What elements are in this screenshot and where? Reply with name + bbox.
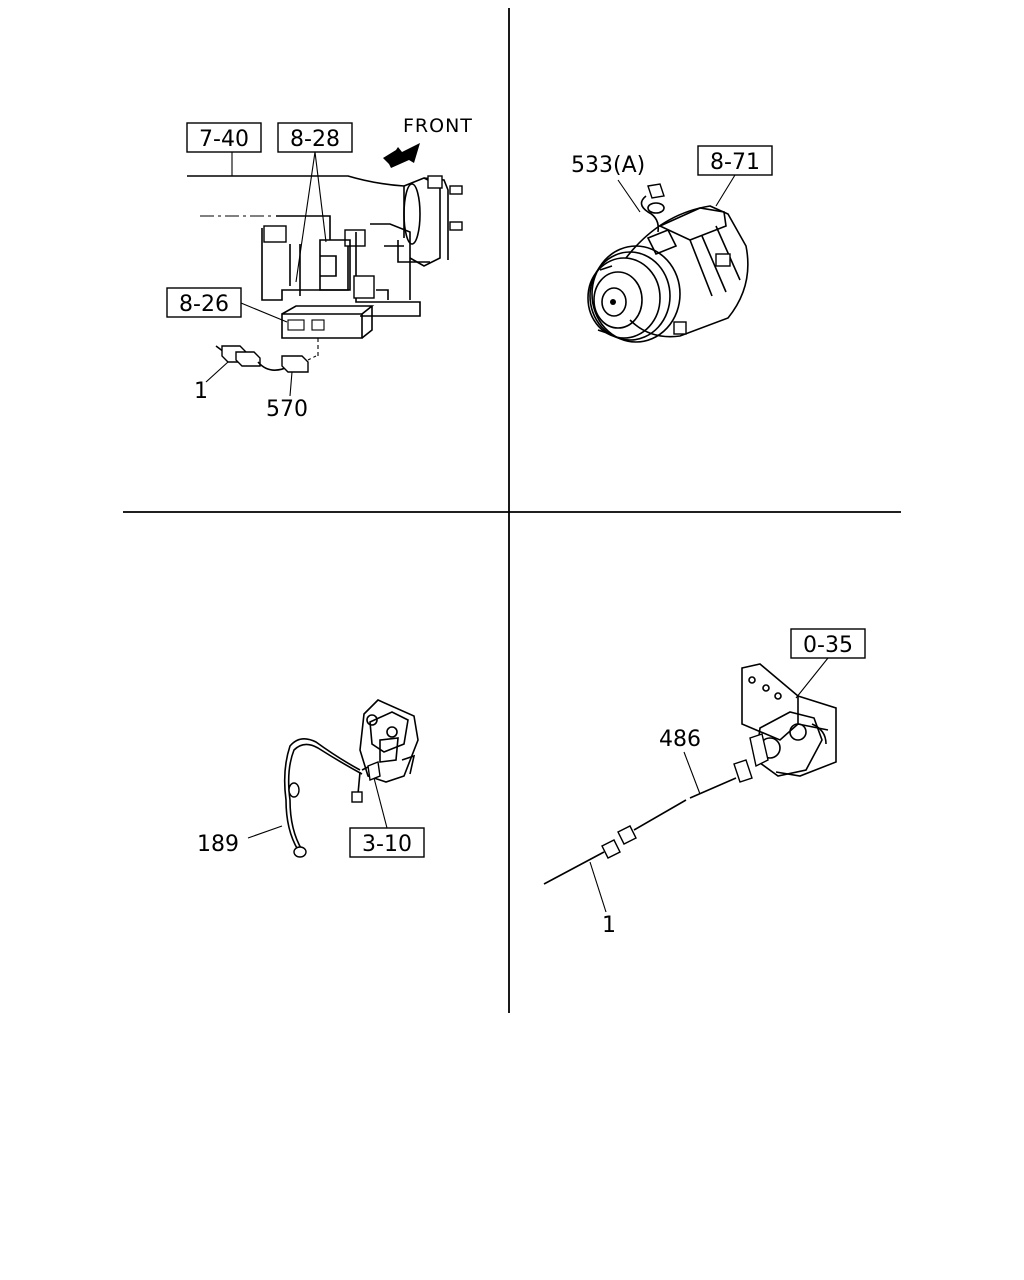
harness-570-illustration [215, 345, 317, 373]
callout-part-486[interactable]: 486 [659, 727, 701, 752]
callout-part-570[interactable]: 570 [266, 397, 308, 422]
leader-lines [589, 657, 829, 913]
leader-lines [205, 151, 327, 397]
callout-0-35[interactable]: 0-35 [790, 628, 866, 659]
svg-text:3-10: 3-10 [362, 832, 412, 857]
panel-top-right: 533(A) 8-71 [571, 145, 773, 343]
leader-lines [247, 777, 388, 839]
svg-text:0-35: 0-35 [803, 633, 853, 658]
callout-7-40[interactable]: 7-40 [186, 122, 262, 153]
callout-part-533a[interactable]: 533(A) [571, 153, 645, 178]
front-direction-label: FRONT [403, 115, 473, 137]
svg-text:8-28: 8-28 [290, 127, 340, 152]
callout-part-189[interactable]: 189 [197, 832, 239, 857]
panel-bottom-left: 189 3-10 [197, 699, 425, 858]
front-arrow-icon [383, 143, 420, 168]
callout-8-71[interactable]: 8-71 [697, 145, 773, 176]
callout-part-1[interactable]: 1 [602, 913, 616, 938]
leader-lines [617, 174, 736, 213]
callout-3-10[interactable]: 3-10 [349, 827, 425, 858]
engine-bracket-illustration [187, 175, 463, 356]
svg-text:7-40: 7-40 [199, 127, 249, 152]
svg-text:8-26: 8-26 [179, 292, 229, 317]
sensor-harness-189-illustration [283, 699, 419, 858]
harness-486-illustration [543, 759, 753, 885]
ac-compressor-illustration [587, 183, 749, 343]
panel-top-left: FRONT 7-40 8-28 8-26 1 570 [166, 115, 473, 422]
callout-8-28[interactable]: 8-28 [277, 122, 353, 153]
callout-part-1[interactable]: 1 [194, 379, 208, 404]
actuator-bracket-illustration [741, 663, 837, 777]
svg-text:8-71: 8-71 [710, 150, 760, 175]
callout-8-26[interactable]: 8-26 [166, 287, 242, 318]
panel-bottom-right: 0-35 486 1 [543, 628, 866, 938]
quadrant-dividers [123, 8, 901, 1013]
